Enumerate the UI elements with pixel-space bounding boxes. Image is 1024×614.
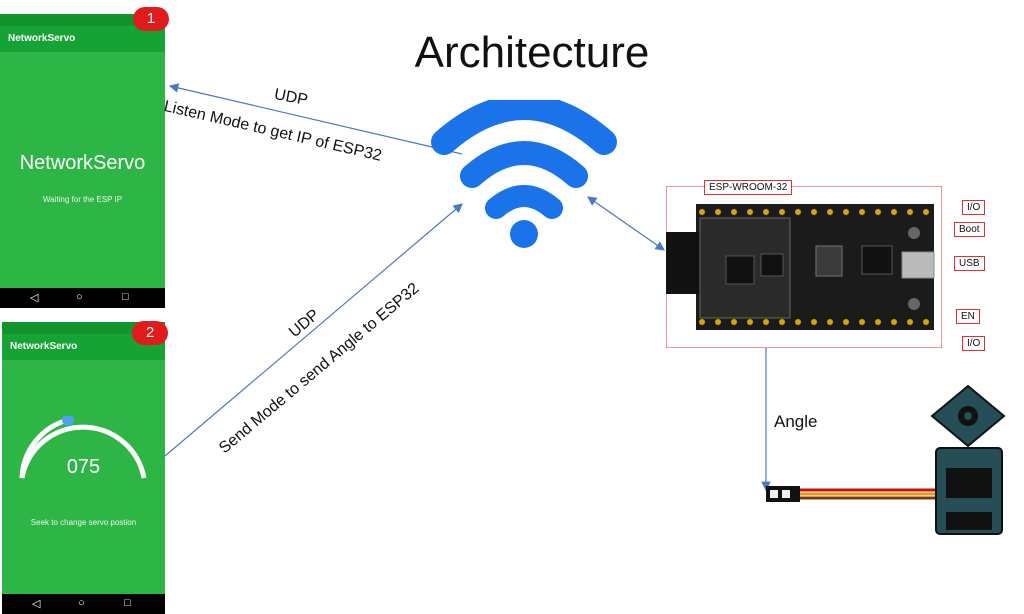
io-bottom-label: I/O bbox=[962, 336, 986, 351]
io-top-label: I/O bbox=[962, 200, 986, 215]
phone-listen-mode: NetworkServo NetworkServo Waiting for th… bbox=[0, 14, 165, 308]
step-badge-2: 2 bbox=[132, 321, 168, 345]
seek-hint-text: Seek to change servo postion bbox=[30, 518, 137, 527]
esp32-board: ESP-WROOM-32 I/O Boot USB EN I/O bbox=[666, 180, 986, 351]
app-bar-title: NetworkServo bbox=[0, 26, 165, 52]
usb-label: USB bbox=[954, 256, 985, 271]
home-icon[interactable]: ○ bbox=[78, 597, 85, 609]
recents-icon[interactable]: □ bbox=[122, 291, 129, 303]
back-icon[interactable]: ◁ bbox=[30, 292, 39, 304]
navigation-bar: ◁ ○ □ bbox=[0, 288, 165, 308]
udp-send-arrow bbox=[164, 203, 463, 457]
boot-label: Boot bbox=[954, 222, 985, 237]
recents-icon[interactable]: □ bbox=[124, 597, 131, 609]
navigation-bar: ◁ ○ □ bbox=[2, 594, 165, 614]
status-bar bbox=[0, 14, 165, 26]
board-drawing bbox=[666, 186, 942, 348]
back-icon[interactable]: ◁ bbox=[32, 598, 41, 610]
diagram-title: Architecture bbox=[414, 28, 650, 77]
step-badge-1: 1 bbox=[133, 7, 169, 31]
home-icon[interactable]: ○ bbox=[76, 291, 83, 303]
wifi-board-arrow bbox=[587, 196, 665, 251]
angle-label: Angle bbox=[774, 412, 818, 431]
seek-thumb[interactable] bbox=[62, 416, 74, 426]
app-heading: NetworkServo bbox=[19, 152, 146, 174]
en-label: EN bbox=[956, 309, 980, 324]
status-bar bbox=[2, 322, 165, 334]
angle-value: 075 bbox=[66, 456, 101, 478]
angle-seek-arc[interactable] bbox=[2, 416, 165, 496]
phone-send-mode: NetworkServo 075 Seek to change servo po… bbox=[2, 322, 165, 614]
wifi-icon bbox=[431, 100, 617, 248]
module-label: ESP-WROOM-32 bbox=[704, 180, 793, 195]
waiting-status-text: Waiting for the ESP IP bbox=[42, 195, 123, 204]
servo-motor bbox=[766, 384, 1006, 535]
udp-listen-arrow bbox=[168, 83, 463, 155]
app-bar-title: NetworkServo bbox=[2, 334, 165, 360]
